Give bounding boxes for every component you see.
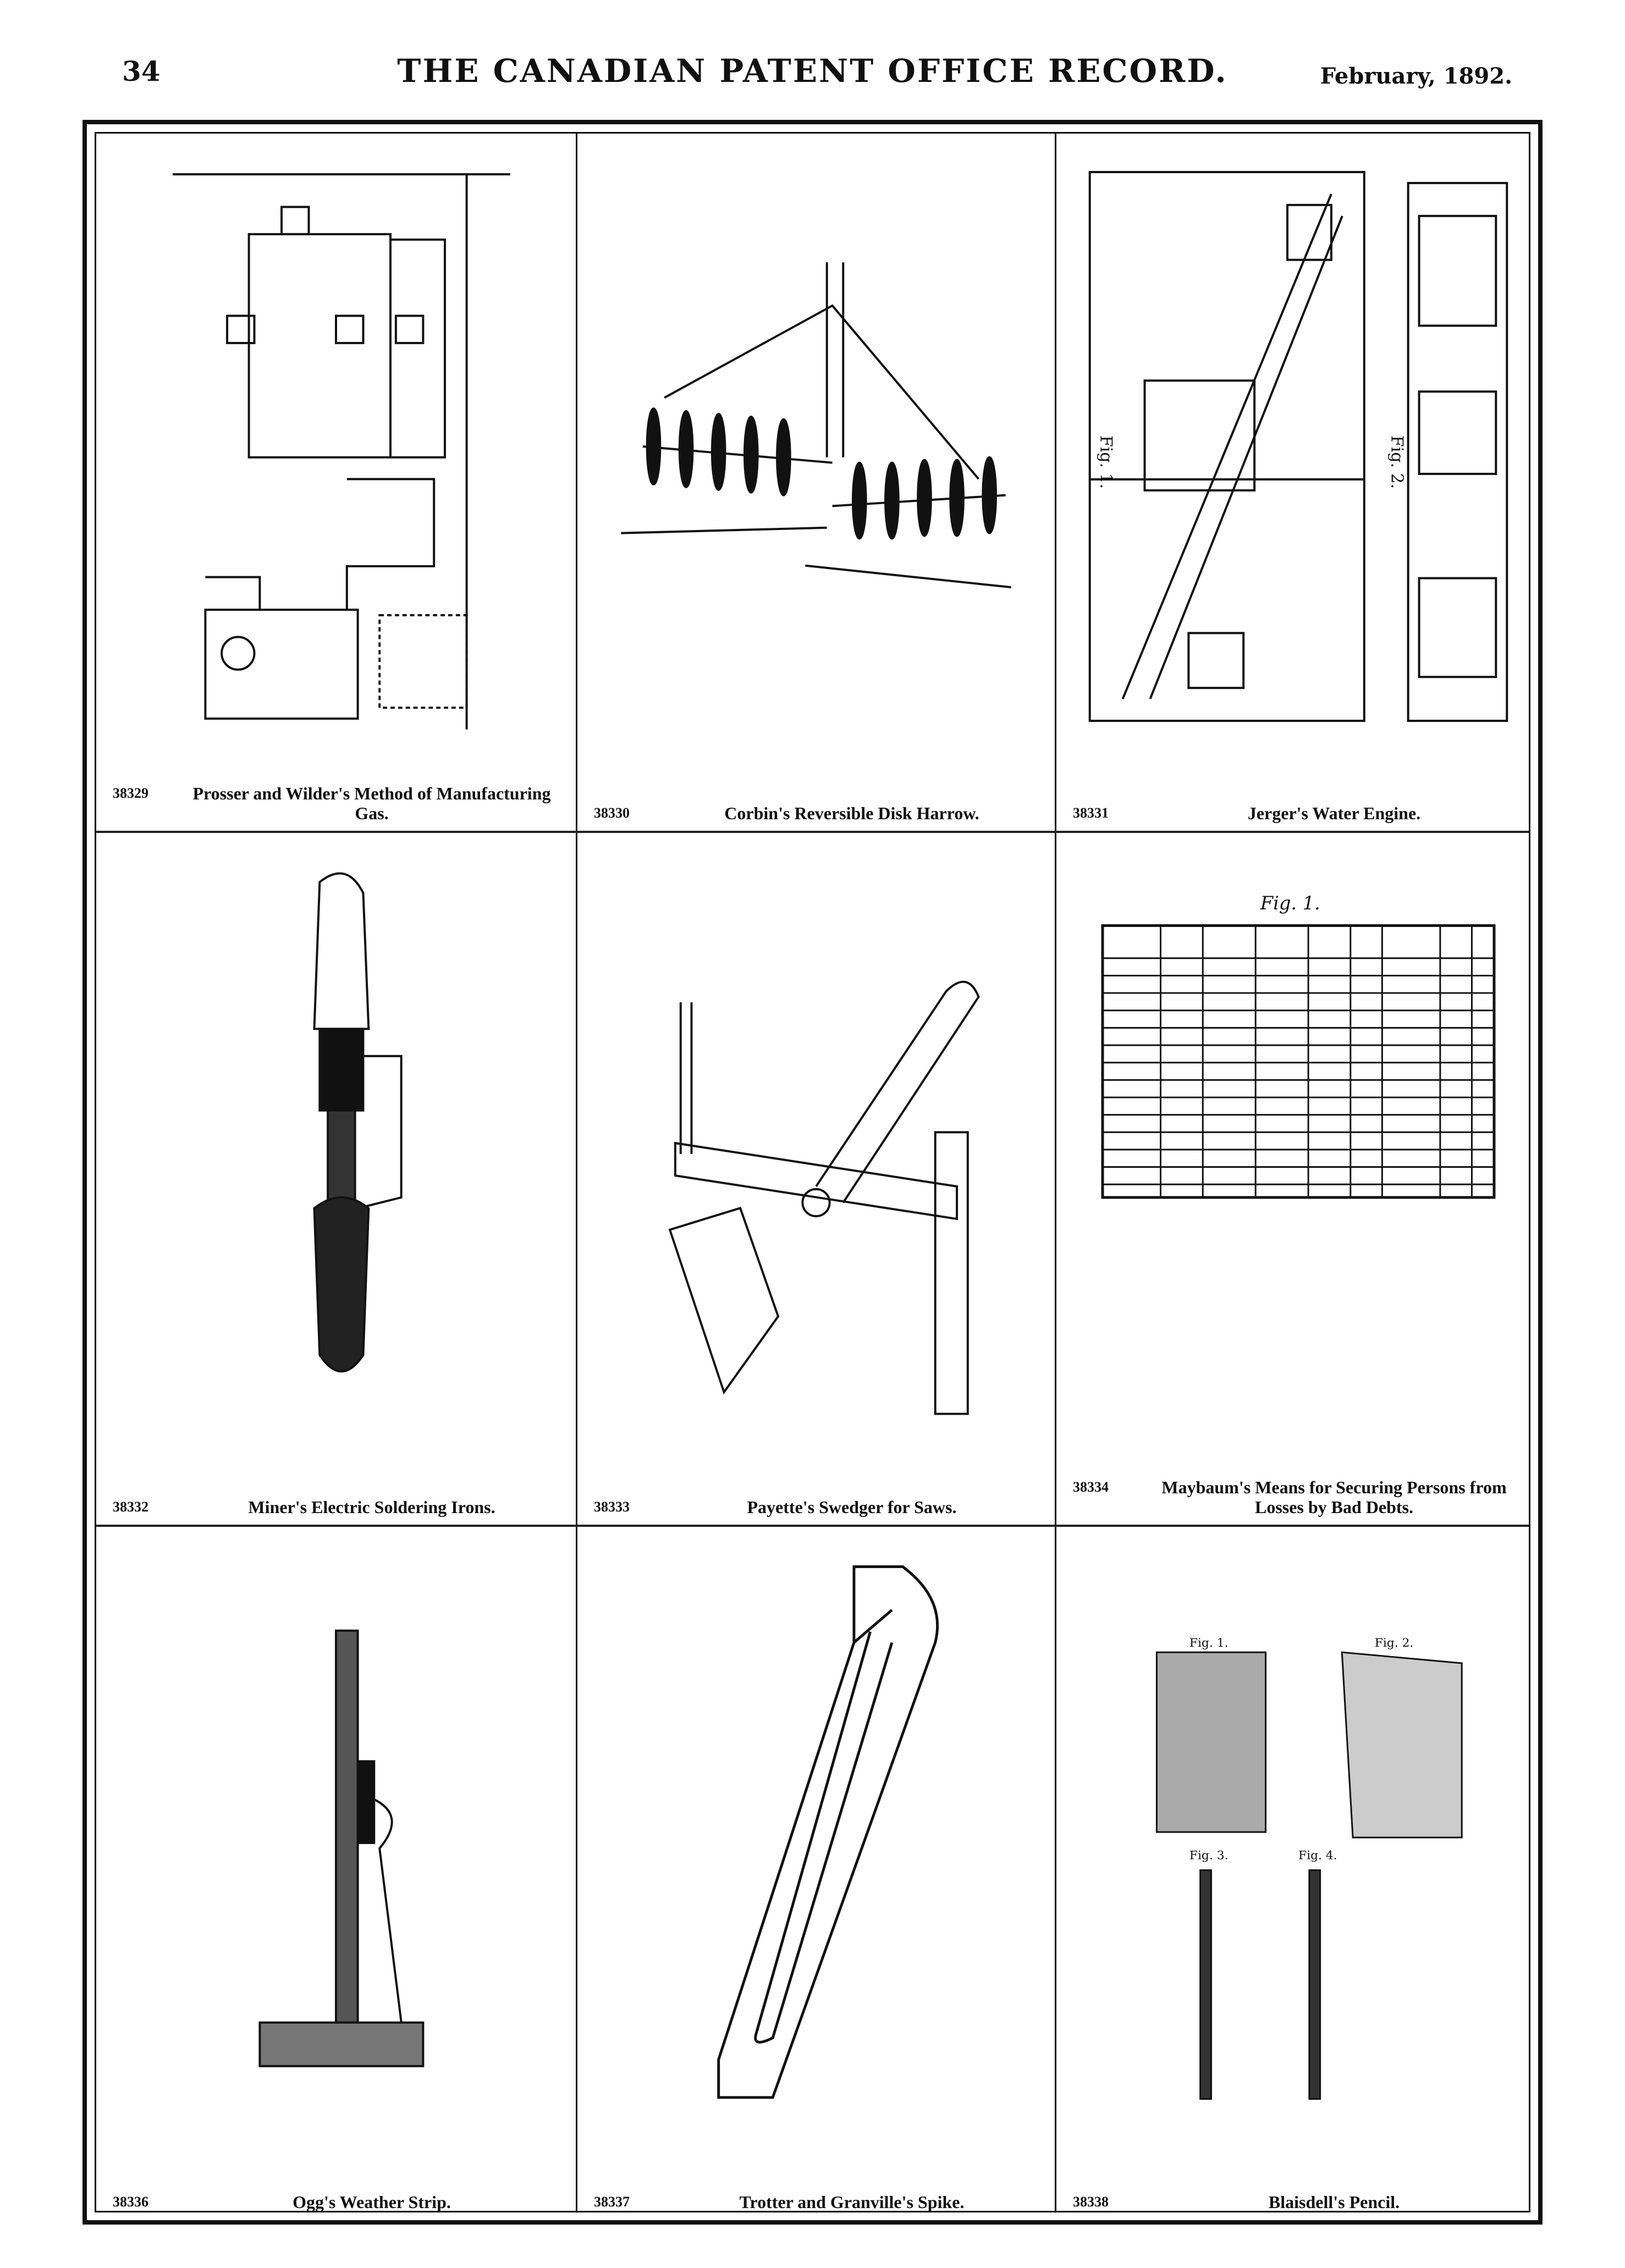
patent-entry: 38336 Ogg's Weather Strip. bbox=[96, 1527, 576, 2220]
page-number: 34 bbox=[122, 55, 161, 87]
patent-entry: Fig. 1. Fig. 2. Fig. 3. Fig. 4. 38338 Bla… bbox=[1056, 1527, 1540, 2220]
patent-number: 38329 bbox=[113, 785, 148, 801]
page-title: THE CANADIAN PATENT OFFICE RECORD. bbox=[397, 52, 1228, 90]
figure-label: Fig. 1. bbox=[1260, 892, 1320, 914]
patent-title: Payette's Swedger for Saws. bbox=[747, 1497, 957, 1517]
patent-caption: 38330 Corbin's Reversible Disk Harrow. bbox=[594, 803, 1044, 823]
patent-caption: 38331 Jerger's Water Engine. bbox=[1073, 803, 1529, 823]
patent-number: 38330 bbox=[594, 805, 630, 821]
patent-number: 38336 bbox=[113, 2194, 148, 2210]
patent-caption: 38329 Prosser and Wilder's Method of Manu… bbox=[113, 783, 565, 823]
patent-caption: 38337 Trotter and Granville's Spike. bbox=[594, 2192, 1044, 2212]
row-divider bbox=[96, 1525, 1529, 1527]
saw-swedger-drawing bbox=[599, 849, 1033, 1437]
patent-title: Jerger's Water Engine. bbox=[1247, 803, 1421, 823]
patent-number: 38334 bbox=[1073, 1479, 1109, 1495]
gas-apparatus-drawing bbox=[118, 150, 554, 743]
figure-label: Fig. 3. bbox=[1189, 1849, 1229, 1863]
patent-title: Trotter and Granville's Spike. bbox=[739, 2192, 965, 2212]
patent-number: 38338 bbox=[1073, 2194, 1109, 2210]
patent-title: Prosser and Wilder's Method of Manufactu… bbox=[192, 783, 551, 823]
patent-number: 38331 bbox=[1073, 805, 1109, 821]
weather-strip-drawing bbox=[118, 1543, 554, 2132]
patent-entry: Fig. 1. Fig. 2. 38331 Jerger's Water Engi… bbox=[1056, 134, 1540, 831]
patent-grid: 38329 Prosser and Wilder's Method of Manu… bbox=[95, 132, 1530, 2212]
column-divider bbox=[1055, 134, 1056, 2211]
patent-number: 38333 bbox=[594, 1499, 630, 1515]
patent-title: Corbin's Reversible Disk Harrow. bbox=[724, 803, 979, 823]
patent-title: Maybaum's Means for Securing Persons fro… bbox=[1161, 1477, 1507, 1517]
patent-title: Miner's Electric Soldering Irons. bbox=[248, 1497, 495, 1517]
patent-number: 38337 bbox=[594, 2194, 630, 2210]
water-engine-drawing: Fig. 1. Fig. 2. bbox=[1078, 150, 1518, 743]
figure-label: Fig. 4. bbox=[1298, 1849, 1337, 1863]
figure-label: Fig. 2. bbox=[1387, 435, 1407, 489]
patent-title: Blaisdell's Pencil. bbox=[1268, 2192, 1400, 2212]
patent-entry: 38337 Trotter and Granville's Spike. bbox=[577, 1527, 1055, 2220]
patent-caption: 38336 Ogg's Weather Strip. bbox=[113, 2192, 565, 2212]
issue-date: February, 1892. bbox=[1320, 63, 1512, 89]
pencil-drawing: Fig. 1. Fig. 2. Fig. 3. Fig. 4. bbox=[1078, 1543, 1518, 2132]
patent-caption: 38338 Blaisdell's Pencil. bbox=[1073, 2192, 1529, 2212]
soldering-iron-drawing bbox=[118, 849, 554, 1437]
column-divider bbox=[576, 134, 577, 2211]
patent-entry: 38330 Corbin's Reversible Disk Harrow. bbox=[577, 134, 1055, 831]
row-divider bbox=[96, 831, 1529, 833]
patent-caption: 38332 Miner's Electric Soldering Irons. bbox=[113, 1497, 565, 1517]
figure-label: Fig. 2. bbox=[1375, 1636, 1414, 1650]
bad-debts-ledger-drawing: Fig. 1. bbox=[1078, 849, 1518, 1437]
patent-entry: Fig. 1. 38334 Maybaum's Means for Securin… bbox=[1056, 833, 1540, 1525]
spike-drawing bbox=[599, 1543, 1033, 2132]
patent-entry: 38333 Payette's Swedger for Saws. bbox=[577, 833, 1055, 1525]
patent-plate-frame: 38329 Prosser and Wilder's Method of Manu… bbox=[82, 120, 1543, 2225]
figure-label: Fig. 1. bbox=[1097, 435, 1116, 489]
figure-label: Fig. 1. bbox=[1189, 1636, 1229, 1650]
patent-caption: 38334 Maybaum's Means for Securing Person… bbox=[1073, 1477, 1529, 1517]
patent-entry: 38329 Prosser and Wilder's Method of Manu… bbox=[96, 134, 576, 831]
patent-entry: 38332 Miner's Electric Soldering Irons. bbox=[96, 833, 576, 1525]
patent-number: 38332 bbox=[113, 1499, 148, 1515]
patent-caption: 38333 Payette's Swedger for Saws. bbox=[594, 1497, 1044, 1517]
disk-harrow-drawing bbox=[599, 150, 1033, 743]
patent-title: Ogg's Weather Strip. bbox=[293, 2192, 451, 2212]
